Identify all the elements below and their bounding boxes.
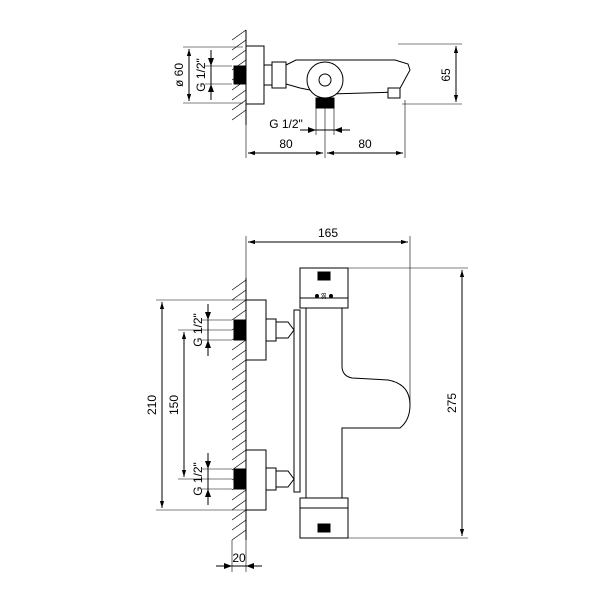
top-connector: [263, 64, 273, 86]
front-lower-connector: [265, 467, 277, 491]
front-upper-connector: [265, 318, 277, 342]
front-main-body: [305, 307, 411, 499]
front-knob-dot-2: [329, 294, 333, 298]
front-upper-nut: [275, 321, 295, 339]
front-bottom-cap-slot: [317, 523, 331, 533]
front-view: [156, 236, 468, 572]
top-inlet-thread: [233, 65, 247, 85]
top-outlet-thread-label: G 1/2": [269, 117, 303, 131]
front-height-label: 275: [445, 393, 459, 413]
top-diameter-label: ø 60: [172, 63, 186, 87]
top-left-width-label: 80: [279, 137, 293, 151]
top-height-label: 65: [439, 68, 453, 82]
top-inlet-thread-label: G 1/2": [194, 58, 208, 92]
front-width-label: 165: [318, 226, 338, 240]
front-knob-dot-1: [315, 294, 319, 298]
top-right-width-label: 80: [358, 137, 372, 151]
front-lower-inlet-thread: [233, 468, 247, 490]
top-flange: [245, 45, 265, 105]
front-top-cap-slot: [317, 271, 331, 281]
top-spout-tip: [387, 87, 401, 99]
front-lower-thread-label: G 1/2": [191, 462, 205, 496]
top-view: [183, 29, 462, 158]
top-nut: [271, 61, 287, 89]
front-upper-thread-label: G 1/2": [191, 313, 205, 347]
front-lower-flange: [245, 449, 267, 511]
front-outer-span-label: 210: [145, 395, 159, 415]
front-wall-hatch: [231, 279, 247, 541]
front-inner-span-label: 150: [167, 395, 181, 415]
front-knob-marking: 38: [322, 292, 328, 299]
top-handle-center: [318, 73, 332, 87]
front-upper-inlet-thread: [233, 319, 247, 341]
front-vertical-pipe: [293, 309, 301, 493]
front-wall-offset-label: 20: [232, 551, 246, 565]
front-lower-nut: [275, 470, 295, 488]
front-upper-flange: [245, 299, 267, 361]
